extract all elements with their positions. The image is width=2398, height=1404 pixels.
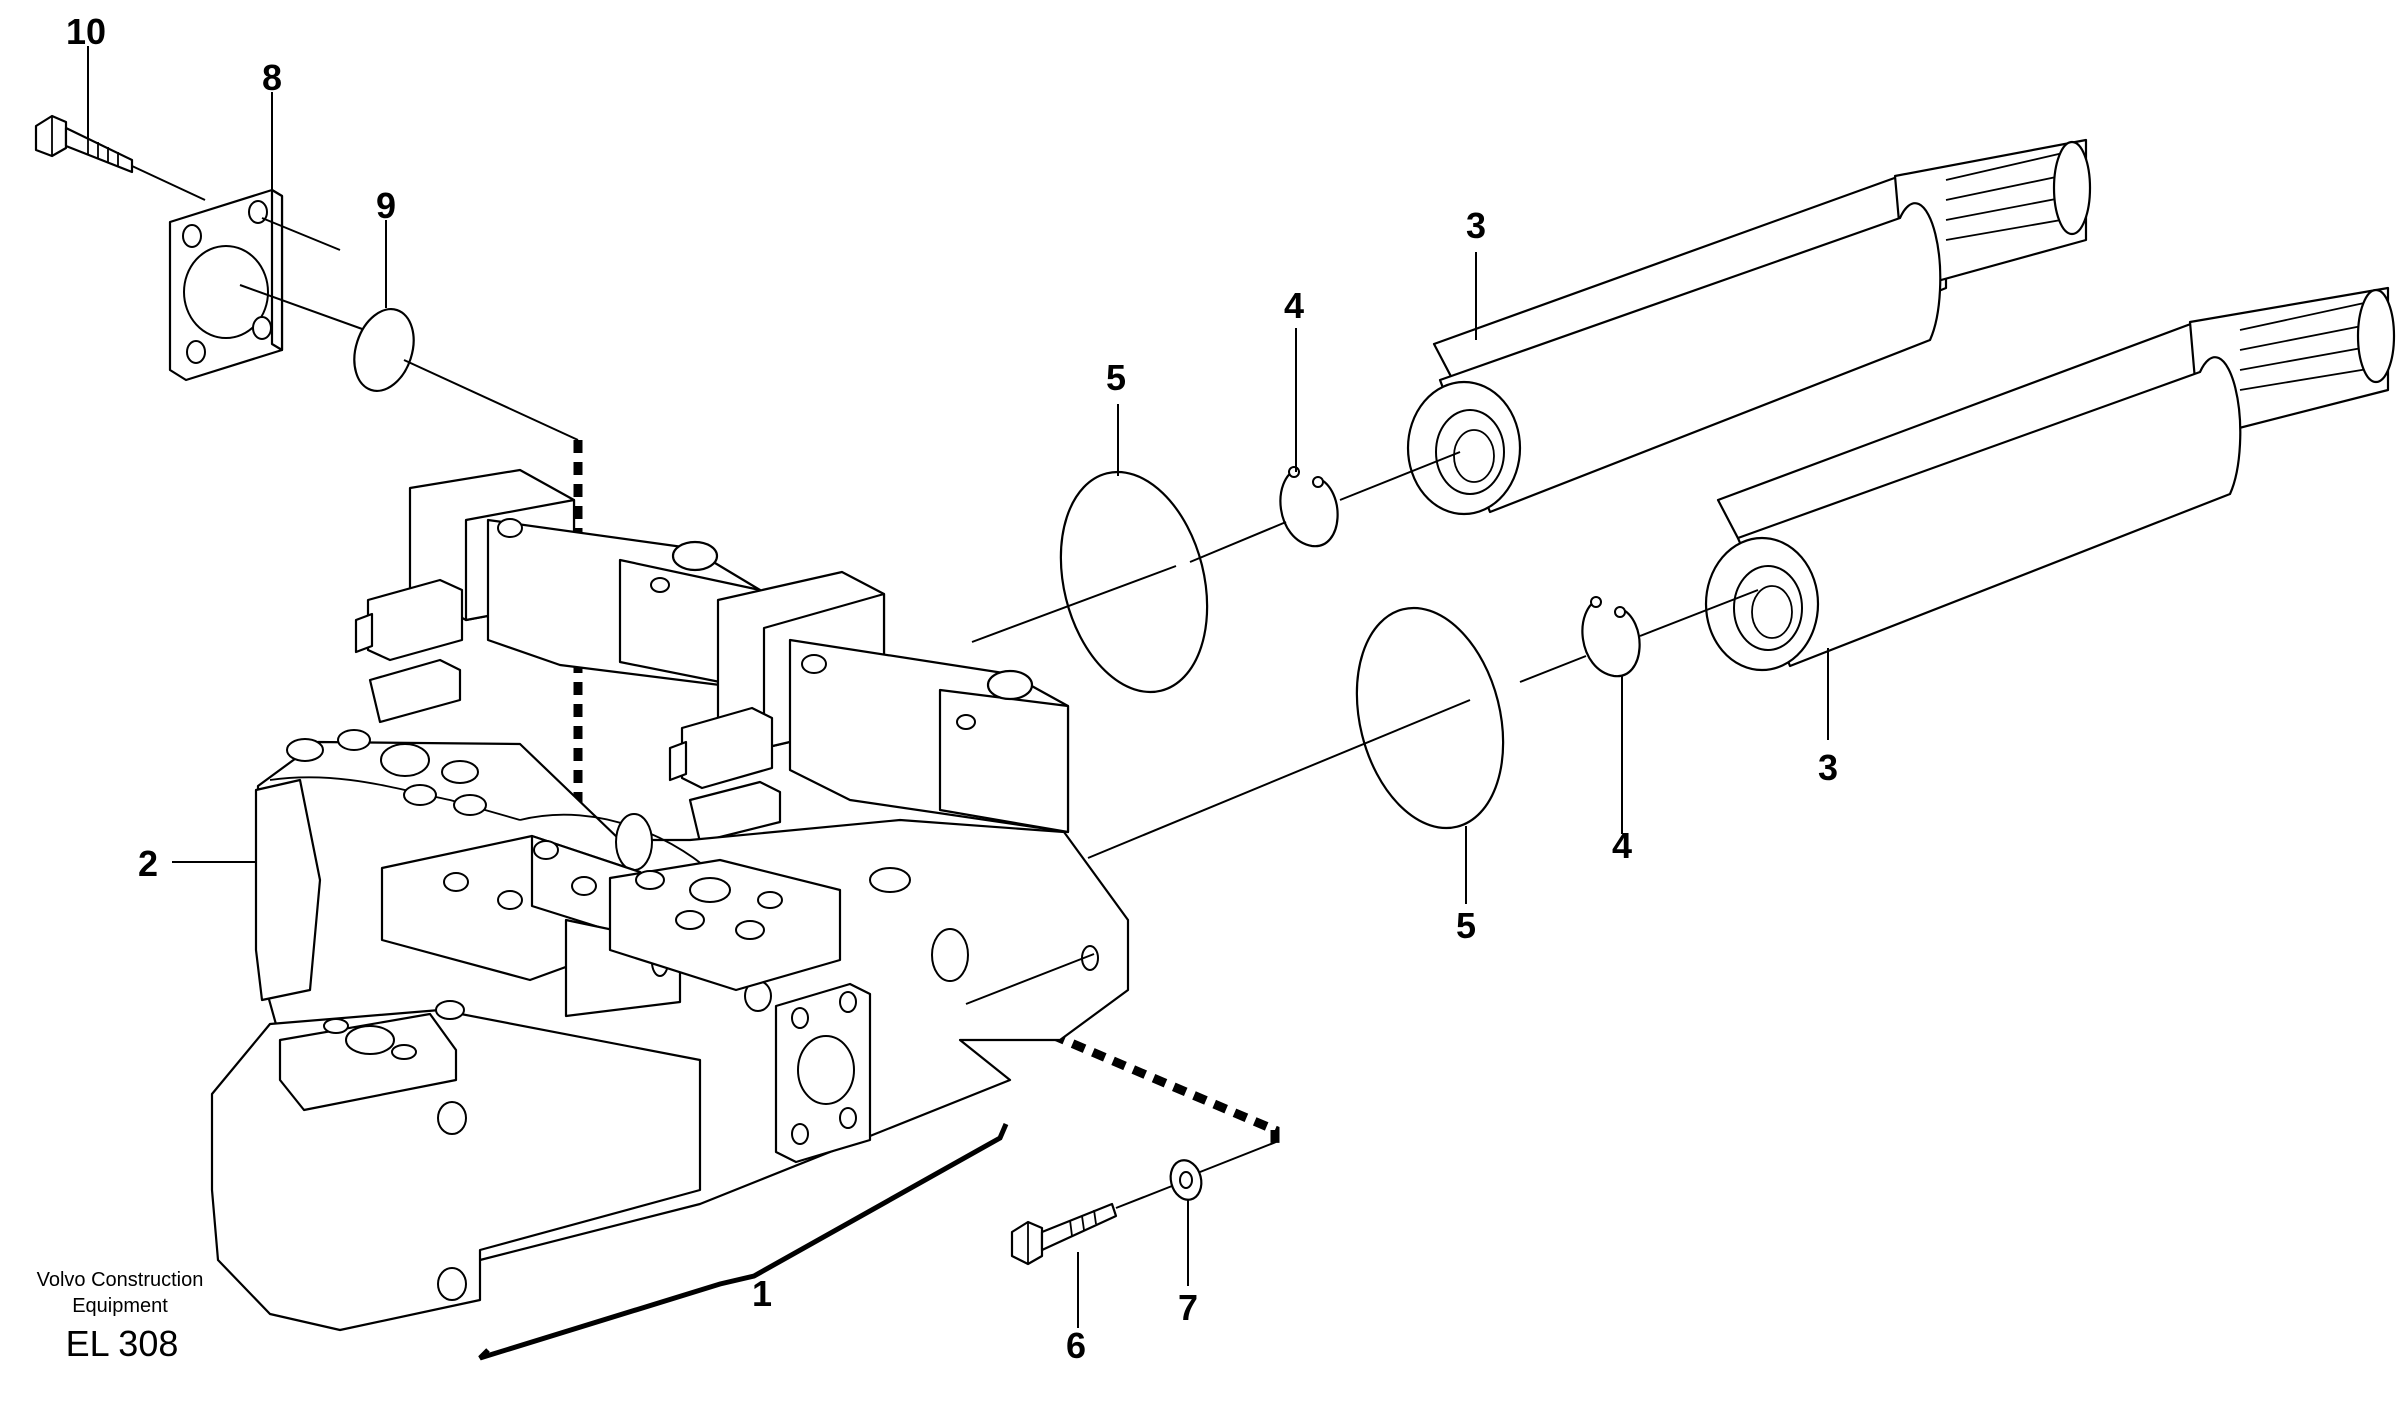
washer-part-7 bbox=[1169, 1141, 1277, 1201]
credit-line-1: Volvo Construction bbox=[37, 1269, 204, 1291]
control-valve-assembly-part-1 bbox=[210, 468, 1130, 1332]
circlip-part-4-lower bbox=[1581, 596, 1641, 678]
credit-line-2: Equipment bbox=[72, 1295, 168, 1317]
o-ring-part-9 bbox=[353, 308, 579, 441]
part-1-bracket bbox=[478, 1123, 1009, 1361]
circlip-part-4-upper bbox=[1279, 466, 1339, 548]
callout-3-lower: 3 bbox=[1818, 747, 1838, 788]
callout-8: 8 bbox=[262, 57, 282, 98]
bolt-part-6 bbox=[1010, 1185, 1173, 1266]
sleeve-part-3-lower bbox=[1704, 356, 2242, 672]
bolt-part-10 bbox=[34, 114, 206, 201]
callout-6: 6 bbox=[1066, 1325, 1086, 1366]
sleeve-part-3-upper bbox=[1406, 202, 1942, 516]
assembly-path-lower bbox=[968, 999, 1280, 1145]
o-ring-part-5-lower bbox=[1355, 606, 1505, 830]
callout-leaders bbox=[87, 46, 1829, 1328]
callout-3-upper: 3 bbox=[1466, 205, 1486, 246]
callout-2: 2 bbox=[138, 843, 158, 884]
callout-5-lower: 5 bbox=[1456, 905, 1476, 946]
figure-id: EL 308 bbox=[66, 1323, 179, 1364]
callout-7: 7 bbox=[1178, 1287, 1198, 1328]
flange-plate-part-8 bbox=[168, 188, 366, 382]
callout-9: 9 bbox=[376, 185, 396, 226]
callout-10: 10 bbox=[66, 11, 106, 52]
callout-5-upper: 5 bbox=[1106, 357, 1126, 398]
callout-1: 1 bbox=[752, 1273, 772, 1314]
callout-4-upper: 4 bbox=[1284, 285, 1304, 326]
callout-4-lower: 4 bbox=[1612, 825, 1632, 866]
assembly-centerlines bbox=[965, 451, 1759, 1005]
